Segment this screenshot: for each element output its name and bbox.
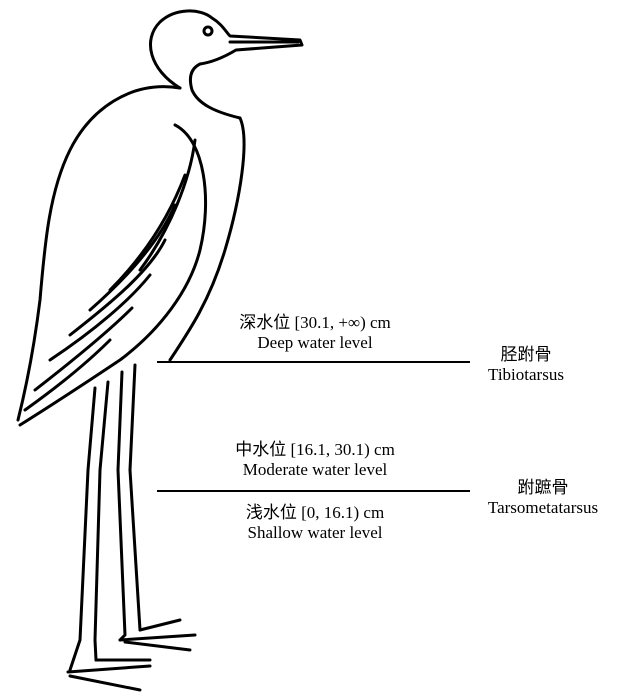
heron-eye [204, 27, 212, 35]
heron-left-leg-back [95, 382, 108, 660]
heron-head-outline [150, 11, 302, 118]
heron-left-leg [70, 388, 95, 670]
deep-water-level-label: 深水位 [30.1, +∞) cm Deep water level [200, 313, 430, 353]
moderate-water-level-label: 中水位 [16.1, 30.1) cm Moderate water level [195, 440, 435, 480]
deep-level-en: Deep water level [200, 333, 430, 353]
moderate-level-zh: 中水位 [16.1, 30.1) cm [195, 440, 435, 460]
shallow-level-en: Shallow water level [195, 523, 435, 543]
shallow-water-level-label: 浅水位 [0, 16.1) cm Shallow water level [195, 503, 435, 543]
tarsometatarsus-en: Tarsometatarsus [470, 498, 616, 518]
heron-wing-feather-2 [110, 175, 185, 290]
tarsometatarsus-zh: 跗蹠骨 [470, 478, 616, 498]
shallow-level-zh: 浅水位 [0, 16.1) cm [195, 503, 435, 523]
heron-right-leg-back [130, 365, 140, 630]
tibiotarsus-label: 胫跗骨 Tibiotarsus [470, 345, 582, 385]
heron-left-foot [68, 660, 150, 690]
heron-right-foot [120, 620, 195, 650]
heron-wing-feather-6 [35, 308, 132, 390]
moderate-level-en: Moderate water level [195, 460, 435, 480]
tibiotarsus-zh: 胫跗骨 [470, 345, 582, 365]
tibiotarsus-en: Tibiotarsus [470, 365, 582, 385]
tarsometatarsus-label: 跗蹠骨 Tarsometatarsus [470, 478, 616, 518]
deep-level-zh: 深水位 [30.1, +∞) cm [200, 313, 430, 333]
heron-right-leg [118, 372, 125, 640]
